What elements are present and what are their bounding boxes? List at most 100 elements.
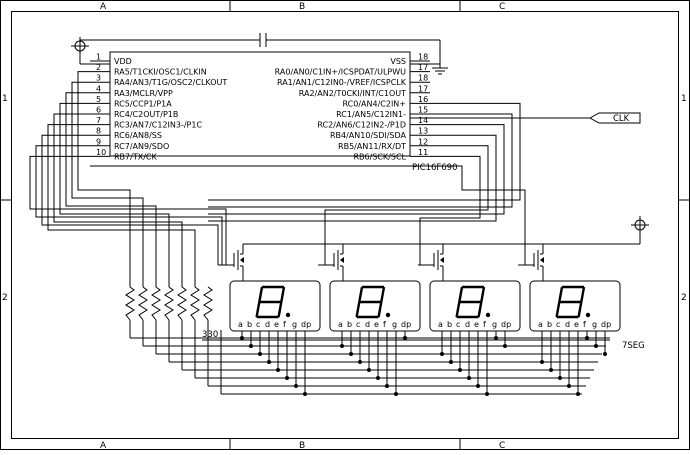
digit-segment (477, 301, 483, 318)
ic-pin-name: RC6/AN8/SS (114, 131, 162, 140)
display-body (529, 280, 621, 332)
clk-port-label: CLK (613, 114, 630, 124)
clk-port: CLK (410, 112, 641, 124)
junction-dot (258, 352, 262, 356)
row-label-2-right: 2 (681, 293, 687, 303)
segment-resistor (138, 286, 148, 330)
decimal-point (285, 312, 291, 318)
display-pin-letter: a (238, 320, 243, 329)
display-pin-letter: e (474, 320, 479, 329)
vdd-symbol-right (631, 216, 649, 234)
junction-dot (540, 360, 544, 364)
ic-pin-number: 14 (418, 116, 428, 125)
resistor-body (164, 286, 174, 321)
digit-segment (255, 301, 261, 318)
display-pin-letter: a (538, 320, 543, 329)
junction-dot (458, 368, 462, 372)
segment-resistor (177, 286, 187, 330)
display-pin-letter: b (447, 320, 452, 329)
junction-dot (485, 392, 489, 396)
junction-dot (376, 376, 380, 380)
pic16f690-ic: PIC16F690 (109, 51, 458, 173)
ic-pin-number: 10 (96, 148, 106, 157)
junction-dot (240, 336, 244, 340)
ic-pin-name: RB7/TX/CK (114, 152, 157, 161)
ic-pin-number: 17 (418, 84, 428, 93)
segment-resistors (125, 286, 213, 330)
ic-pin-name: VDD (114, 57, 132, 66)
driver-transistor (418, 244, 444, 281)
col-label-c-bottom: C (499, 441, 505, 450)
resistor-value-label: 330 (202, 330, 218, 340)
display-pin-letter: a (438, 320, 443, 329)
ic-pin-name: RC1/AN5/C12IN1- (336, 110, 406, 119)
resistor-body (203, 286, 213, 321)
gate-net (419, 155, 481, 265)
decimal-point (485, 312, 491, 318)
junction-dot (403, 336, 407, 340)
supply-wires (79, 51, 440, 65)
segment-net (59, 102, 170, 287)
digit-segment (280, 286, 286, 303)
display-pin-letter: c (556, 320, 560, 329)
display-pin-letter: f (483, 320, 486, 329)
gate-net (29, 155, 227, 265)
col-label-b-top: B (299, 2, 305, 12)
driver-transistor (318, 244, 344, 281)
digit-segment (358, 286, 364, 303)
resistor-body (125, 286, 135, 321)
decimal-point (585, 312, 591, 318)
display-pin-letter: c (456, 320, 460, 329)
display-pin-letter: b (547, 320, 552, 329)
ic-pin-number: 7 (96, 116, 101, 125)
ic-pin-name: RA4/AN3/T1G/OSC2/CLKOUT (114, 78, 227, 87)
ic-pin-name: RA0/AN0/C1IN+/ICSPDAT/ULPWU (275, 68, 407, 77)
transistor-arrow (540, 257, 544, 263)
junction-dot (503, 344, 507, 348)
digit-segment (455, 301, 461, 318)
junction-dot (594, 344, 598, 348)
decimal-point (385, 312, 391, 318)
digit-segment (480, 286, 486, 303)
junction-dot (476, 384, 480, 388)
ic-pin-number: 15 (418, 106, 428, 115)
segment-resistor (151, 286, 161, 330)
display-pin-letter: d (465, 320, 470, 329)
ic-pin-name: RC3/AN7/C12IN3-/P1C (114, 121, 202, 130)
display-pin-letter: f (283, 320, 286, 329)
display-pin-letter: d (365, 320, 370, 329)
display-pin-letter: e (574, 320, 579, 329)
junction-dot (549, 368, 553, 372)
ic-pin-name: RC0/AN4/C2IN+ (343, 99, 407, 108)
ic-pin-number: 16 (418, 95, 428, 104)
gate-net (324, 145, 489, 265)
junction-dot (394, 392, 398, 396)
col-label-c-top: C (499, 2, 505, 12)
display-pin-letter: a (338, 320, 343, 329)
segment-resistor (125, 286, 135, 330)
digit-segment (558, 286, 564, 303)
ic-pin-name: RB5/AN11/RX/DT (338, 142, 406, 151)
display-pin-letter: b (247, 320, 252, 329)
ic-pin-name: RA3/MCLR/VPP (114, 89, 173, 98)
display-pin-letter: dp (501, 320, 511, 329)
junction-dot (603, 352, 607, 356)
digit-segment (577, 301, 583, 318)
digit-segment (458, 286, 464, 303)
ic-pin-name: RC7/AN9/SDO (114, 142, 169, 151)
ic-pin-number: 18 (418, 53, 428, 62)
segment-net (208, 113, 513, 208)
digit-segment (355, 301, 361, 318)
net-wiring (29, 71, 526, 287)
display-pin-letter: d (265, 320, 270, 329)
ic-pin-name: RB6/SCK/SCL (353, 152, 406, 161)
junction-dot (285, 376, 289, 380)
junction-dot (440, 352, 444, 356)
resistor-body (151, 286, 161, 321)
display-label: 7SEG (622, 341, 645, 351)
ic-pin-number: 18 (418, 74, 428, 83)
